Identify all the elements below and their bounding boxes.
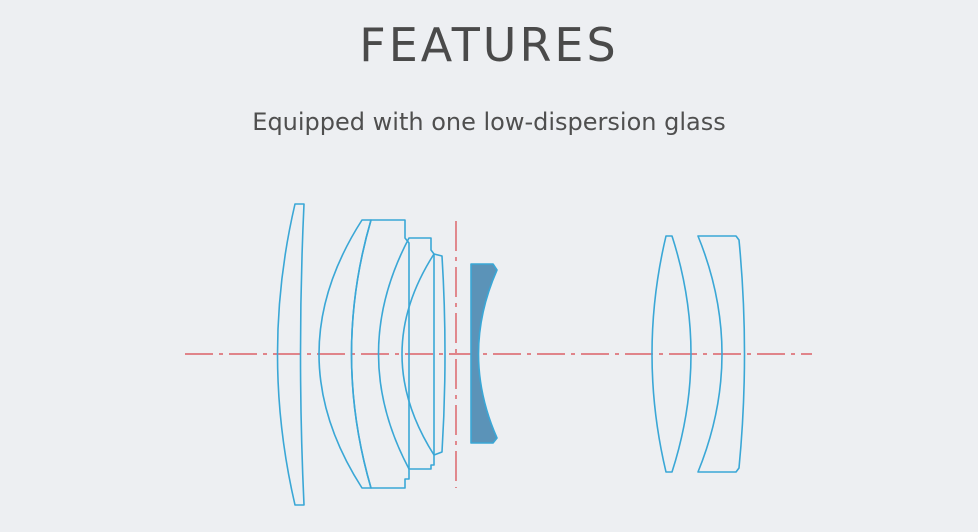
lens-element-7 xyxy=(651,235,692,473)
page-title: FEATURES xyxy=(359,18,619,72)
lens-element-4 xyxy=(377,237,435,470)
lens-element-1 xyxy=(276,203,305,506)
lens-element-3 xyxy=(350,219,410,489)
lens-element-5 xyxy=(401,253,446,456)
lens-element-8 xyxy=(697,235,746,473)
page-subtitle: Equipped with one low-dispersion glass xyxy=(252,108,726,136)
lens-element-6-low-dispersion xyxy=(470,263,498,444)
